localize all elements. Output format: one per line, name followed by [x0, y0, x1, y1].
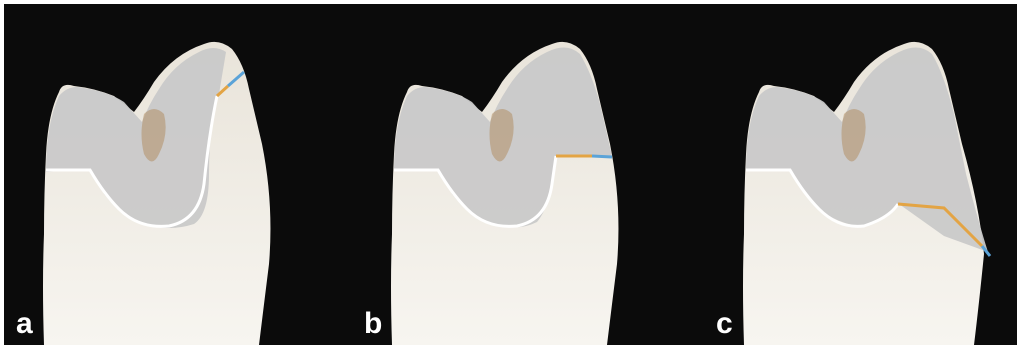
panel-label-a: a [16, 309, 33, 339]
panel-b: b [352, 4, 690, 345]
tooth-illustration-a [4, 4, 342, 345]
panel-label-b: b [364, 309, 382, 339]
panel-c: c [704, 4, 1017, 345]
panel-a: a [4, 4, 342, 345]
margin-blue [592, 156, 612, 157]
panel-label-c: c [716, 309, 733, 339]
tooth-illustration-c [704, 4, 1017, 345]
tooth-illustration-b [352, 4, 690, 345]
figure-frame: a b [4, 4, 1017, 345]
